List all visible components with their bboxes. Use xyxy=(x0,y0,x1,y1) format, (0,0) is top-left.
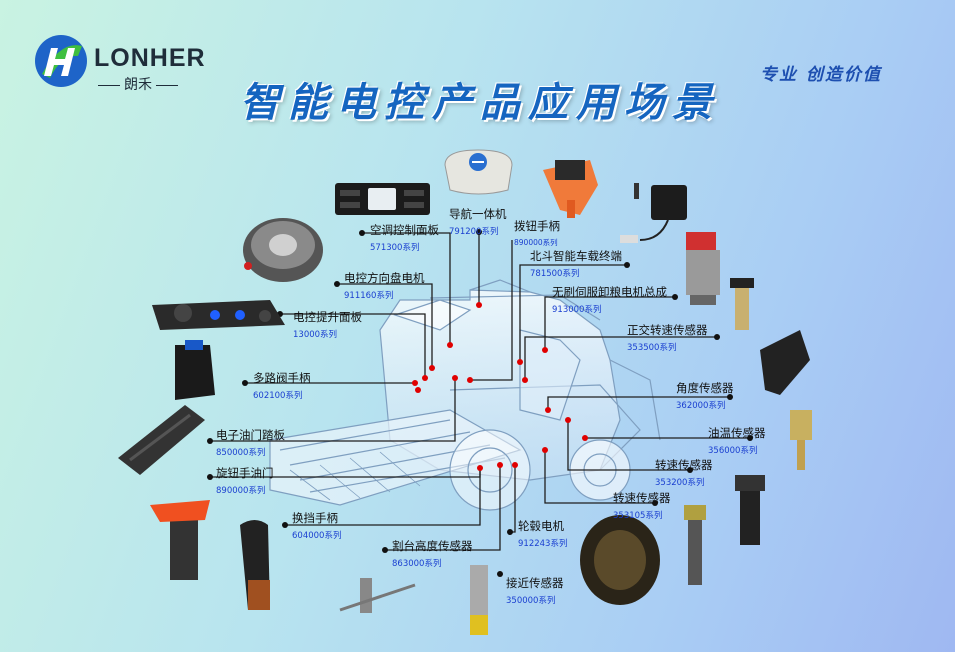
quad-sensor-product-icon xyxy=(730,278,754,330)
gear-handle-product-icon xyxy=(240,520,270,610)
lift-panel-product-icon xyxy=(152,300,285,330)
brand-cn: 朗禾 xyxy=(94,74,182,94)
label-dots xyxy=(207,229,753,577)
prox-sensor-product-icon xyxy=(470,565,488,635)
slogan: 专业 创造价值 xyxy=(760,65,882,85)
speed-sensor-2-product-icon xyxy=(735,475,765,545)
toggle-product-icon xyxy=(543,160,598,218)
page-title: 智能电控产品应用场景 xyxy=(240,79,720,126)
lonher-logo-icon xyxy=(35,35,87,87)
leader-lines xyxy=(210,232,750,551)
header-sensor-product-icon xyxy=(339,578,416,613)
steer-motor-product-icon xyxy=(243,218,323,282)
valve-handle-product-icon xyxy=(175,340,215,400)
oil-temp-product-icon xyxy=(790,410,812,470)
beidou-product-icon xyxy=(620,183,687,243)
knob-product-icon xyxy=(150,500,210,580)
brand-logo: LONHER 朗禾 xyxy=(34,34,206,94)
brand-name: LONHER xyxy=(94,44,206,72)
pedal-product-icon xyxy=(118,405,205,475)
mount-points xyxy=(412,302,588,471)
servo-product-icon xyxy=(686,232,720,305)
angle-sensor-product-icon xyxy=(760,330,810,395)
nav-product-icon xyxy=(444,149,513,195)
speed-sensor-product-icon xyxy=(684,505,706,585)
hub-motor-product-icon xyxy=(580,515,660,605)
ac-panel-product-icon xyxy=(335,183,430,215)
